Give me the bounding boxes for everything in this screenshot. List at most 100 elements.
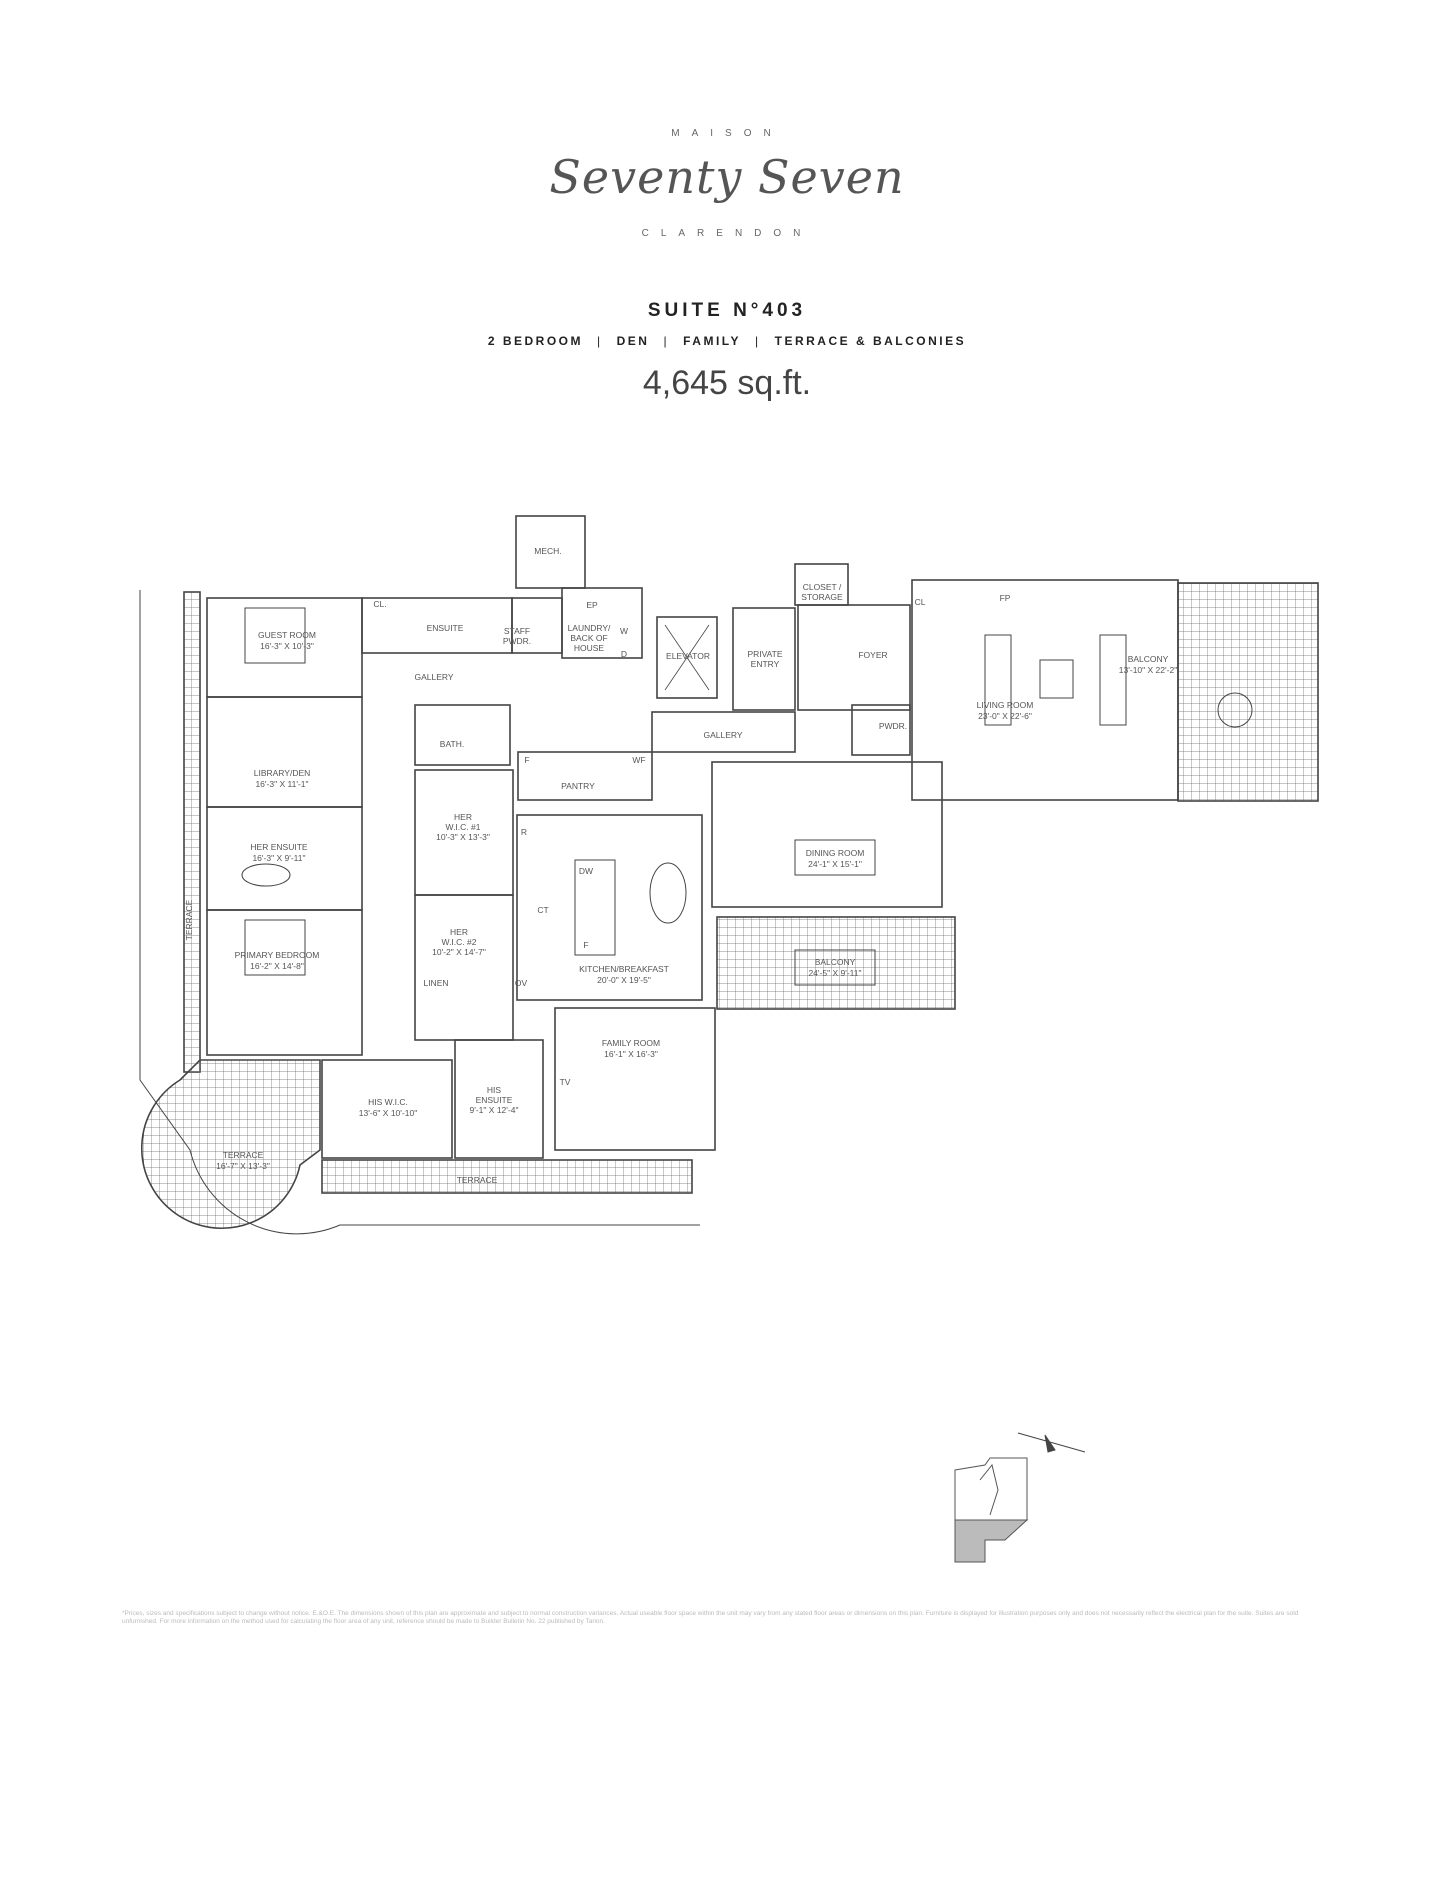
library-label: LIBRARY/DEN — [254, 768, 311, 778]
oven-label: OV — [515, 978, 528, 988]
feature-family: FAMILY — [683, 334, 742, 348]
closet-storage-label2: STORAGE — [801, 592, 843, 602]
building-outline — [139, 590, 700, 1235]
her-wic2-label2: W.I.C. #2 — [442, 937, 477, 947]
closet-label: CL. — [373, 599, 386, 609]
primary-bed — [244, 919, 306, 976]
balcony-table — [794, 949, 876, 986]
pantry — [517, 751, 653, 801]
tv-label: TV — [560, 1077, 571, 1087]
terrace-west-label: TERRACE — [184, 899, 194, 940]
bath — [414, 704, 511, 766]
family-room-label: FAMILY ROOM — [602, 1038, 660, 1048]
coffee-table — [1039, 659, 1074, 699]
primary-bedroom-label: PRIMARY BEDROOM — [235, 950, 320, 960]
powder-label: PWDR. — [879, 721, 907, 731]
gallery-east-label: GALLERY — [703, 730, 742, 740]
primary-bedroom-dims: 16'-2" X 14'-8" — [250, 961, 304, 971]
terrace-south-label: TERRACE — [457, 1175, 498, 1185]
library-den — [206, 696, 363, 808]
suite-features: 2 BEDROOM | DEN | FAMILY | TERRACE & BALCONIES — [0, 334, 1454, 348]
separator: | — [663, 334, 670, 348]
gallery-west-label: GALLERY — [414, 672, 453, 682]
sofa-right — [1099, 634, 1127, 726]
ep-label: EP — [586, 600, 598, 610]
his-ensuite-dims: 9'-1" X 12'-4" — [470, 1105, 519, 1115]
his-wic-label: HIS W.I.C. — [368, 1097, 408, 1107]
suite-title: SUITE N°403 — [647, 300, 807, 321]
dining-room — [711, 761, 943, 908]
laundry-label: LAUNDRY/ — [568, 623, 611, 633]
her-wic2-dims: 10'-2" X 14'-7" — [432, 947, 486, 957]
private-entry-label2: ENTRY — [751, 659, 780, 669]
guest-room-dims: 16'-3" X 10'-3" — [260, 641, 314, 651]
balcony-south-dims: 24'-5" X 9'-11" — [808, 968, 861, 978]
elevator-cross — [664, 624, 710, 691]
guest-room-label: GUEST ROOM — [258, 630, 316, 640]
dryer-label: D — [621, 649, 627, 659]
foyer-closet-label: CL — [915, 597, 926, 607]
private-entry — [732, 607, 796, 711]
terrace-west-strip — [183, 591, 201, 1073]
balcony-south-label: BALCONY — [815, 957, 856, 967]
balcony-east-label: BALCONY — [1128, 654, 1169, 664]
separator: | — [597, 334, 603, 348]
feature-bedrooms: 2 BEDROOM — [487, 334, 584, 348]
dining-table — [794, 839, 876, 876]
washer-label: W — [620, 626, 628, 636]
her-wic-2 — [414, 894, 514, 1041]
laundry-label3: HOUSE — [574, 643, 605, 653]
elevator-label: ELEVATOR — [666, 651, 710, 661]
powder-room — [851, 704, 911, 756]
family-room — [554, 1007, 716, 1151]
his-ensuite — [454, 1039, 544, 1159]
bath-label: BATH. — [440, 739, 464, 749]
living-room — [911, 579, 1179, 801]
refrigerator-label: R — [521, 827, 527, 837]
kitchen-dims: 20'-0" X 19'-5" — [597, 975, 651, 985]
her-wic1-label2: W.I.C. #1 — [446, 822, 481, 832]
dining-room-label: DINING ROOM — [806, 848, 865, 858]
kitchen-label: KITCHEN/BREAKFAST — [579, 964, 669, 974]
her-ensuite-label: HER ENSUITE — [250, 842, 307, 852]
her-wic2-label: HER — [450, 927, 468, 937]
elevator — [656, 616, 718, 699]
his-wic-dims: 13'-6" X 10'-10" — [359, 1108, 417, 1118]
ensuite-label: ENSUITE — [427, 623, 464, 633]
her-wic1-dims: 10'-3" X 13'-3" — [436, 832, 490, 842]
terrace-round — [140, 1059, 321, 1230]
legal-disclaimer: *Prices, sizes and specifications subjec… — [122, 1610, 1299, 1625]
foyer — [797, 604, 911, 711]
gallery-east — [651, 711, 796, 753]
separator: | — [755, 334, 761, 348]
freezer-label: F — [524, 755, 529, 765]
key-plan — [954, 1457, 1029, 1563]
library-dims: 16'-3" X 11'-1" — [255, 779, 308, 789]
breakfast-table — [649, 862, 687, 924]
his-ensuite-label2: ENSUITE — [476, 1095, 513, 1105]
brand-clarendon: CLARENDON — [641, 228, 813, 239]
bathtub — [241, 863, 291, 887]
terrace-round-label: TERRACE — [223, 1150, 264, 1160]
mech-room — [515, 515, 586, 589]
guest-bed — [244, 607, 306, 664]
dishwasher-label: DW — [579, 866, 593, 876]
terrace-round-dims: 16'-7" X 13'-3" — [216, 1161, 270, 1171]
island-fridge-label: F — [583, 940, 588, 950]
brand-maison: MAISON — [671, 128, 783, 139]
her-wic1-label: HER — [454, 812, 472, 822]
pantry-label: PANTRY — [561, 781, 595, 791]
feature-den: DEN — [616, 334, 650, 348]
his-wic — [321, 1059, 453, 1159]
closet-storage-label: CLOSET / — [803, 582, 842, 592]
staff-powder-label2: PWDR. — [503, 636, 531, 646]
balcony-south — [716, 916, 956, 1010]
linen-label: LINEN — [423, 978, 448, 988]
dining-room-dims: 24'-1" X 15'-1" — [808, 859, 862, 869]
feature-outdoor: TERRACE & BALCONIES — [774, 334, 967, 348]
foyer-label: FOYER — [858, 650, 887, 660]
brand-logo-script: Seventy Seven — [549, 150, 905, 204]
kitchen — [516, 814, 703, 1001]
primary-bedroom — [206, 909, 363, 1056]
